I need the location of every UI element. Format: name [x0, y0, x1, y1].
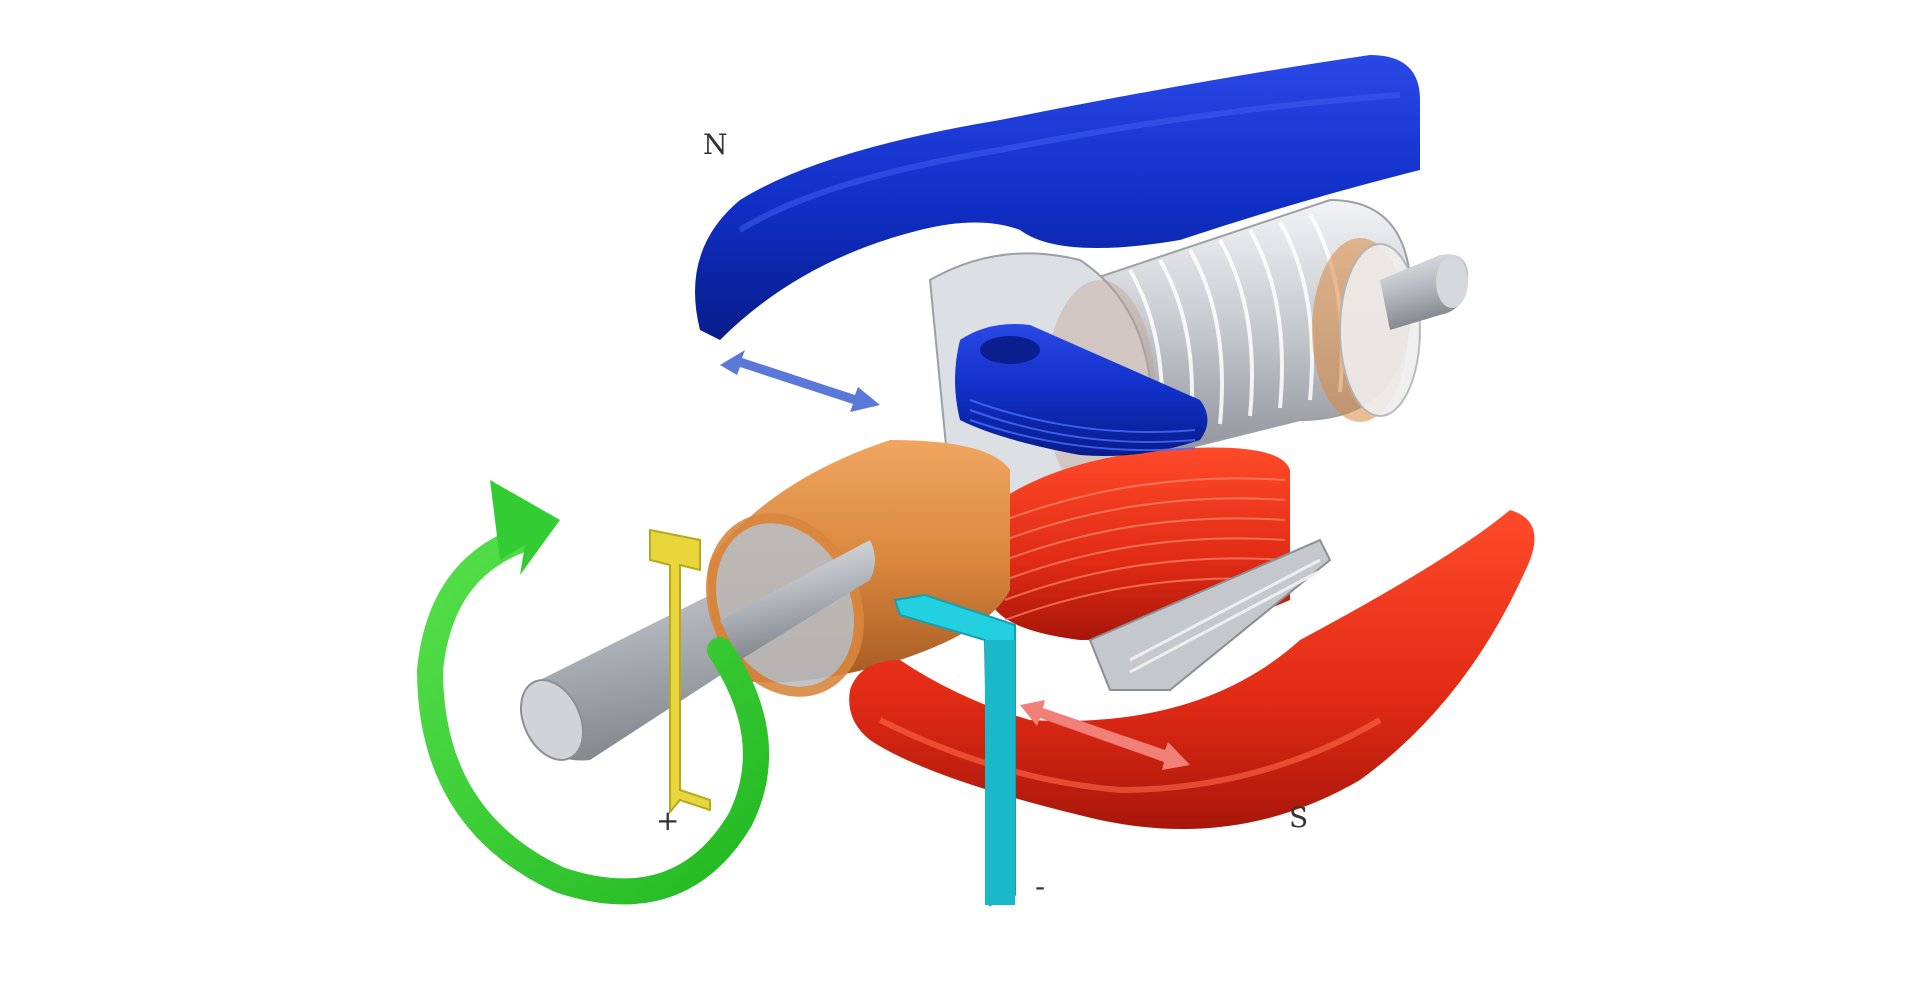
top-gap-double-arrow-icon — [720, 350, 880, 412]
negative-terminal-label: - — [1035, 870, 1046, 903]
shaft-rear — [1380, 254, 1469, 330]
positive-brush — [649, 528, 711, 815]
south-pole-label: S — [1289, 801, 1309, 834]
lower-lamination — [1088, 538, 1332, 691]
north-field-coil — [955, 324, 1208, 456]
north-pole-label: N — [703, 128, 728, 161]
bottom-gap-double-arrow-icon — [1020, 700, 1190, 770]
rotation-arrow-icon — [416, 480, 769, 905]
south-pole-magnet — [849, 510, 1535, 829]
north-pole-magnet — [695, 55, 1420, 340]
positive-terminal-label: + — [656, 804, 680, 837]
negative-brush — [893, 593, 1016, 907]
